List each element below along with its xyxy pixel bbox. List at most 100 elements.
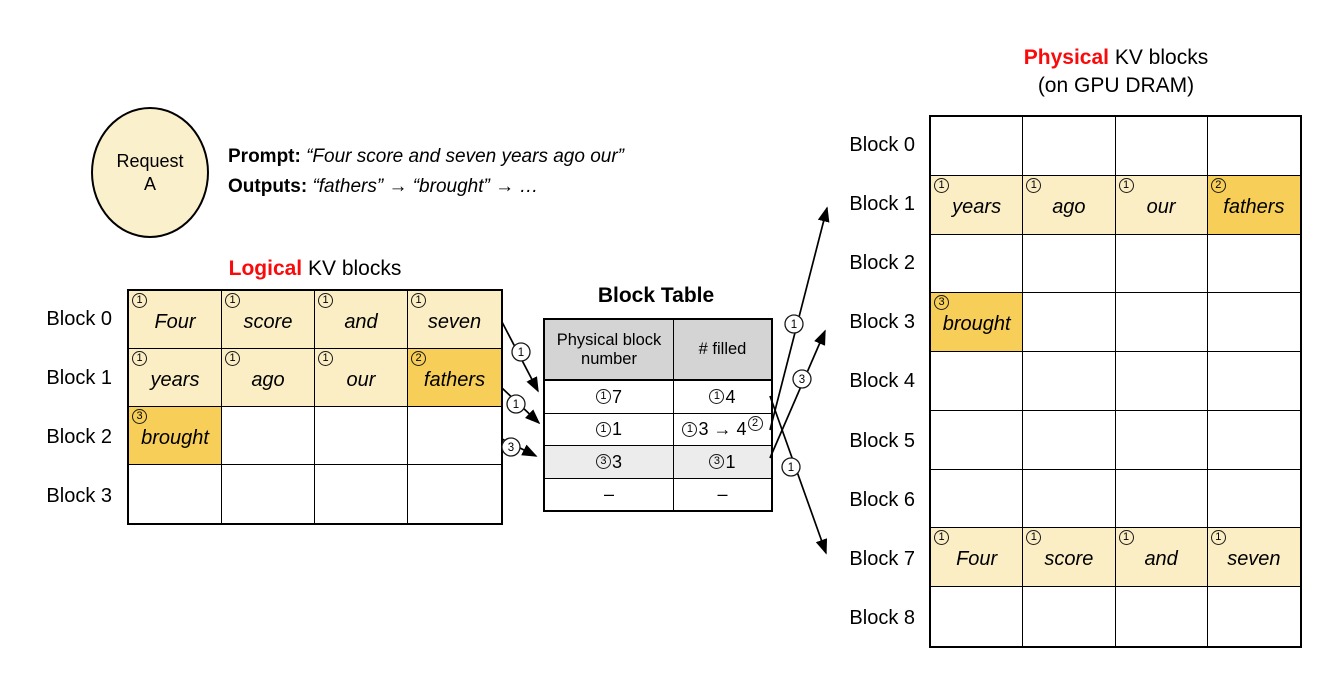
token-badge: 1: [318, 293, 333, 308]
logical-row-label-0: Block 0: [46, 307, 112, 330]
physical-row-label-8: Block 8: [849, 607, 915, 630]
block-table-cell-text: –: [603, 484, 614, 505]
physical-kv-cell: [1207, 470, 1300, 529]
physical-kv-cell: [931, 410, 1024, 470]
block-table-cell-text: –: [717, 484, 728, 505]
cell-word: brought: [141, 427, 209, 449]
physical-row-label-2: Block 2: [849, 251, 915, 274]
token-badge: 1: [682, 421, 698, 437]
arrow-line-table-row1-to-physical-block1: [769, 206, 830, 431]
cell-word: and: [344, 311, 378, 333]
logical-kv-cell: [408, 407, 501, 465]
cell-word: fathers: [1223, 195, 1285, 218]
prompt-block: Prompt: “Four score and seven years ago …: [228, 142, 624, 202]
token-badge: 1: [1118, 530, 1134, 546]
arrow-badge-circle: [784, 314, 804, 334]
cell-word: years: [150, 369, 200, 391]
arrow-badge-circle: [501, 437, 521, 457]
arrow-line-table-row0-to-physical-block7: [769, 395, 828, 555]
block-table-title: Block Table: [597, 284, 715, 307]
physical-kv-cell: [1207, 293, 1300, 353]
physical-kv-cell: [1115, 469, 1208, 529]
token-badge: 1: [595, 421, 611, 437]
arrow-badge-label: 3: [799, 374, 805, 386]
token-badge: 1: [1026, 177, 1042, 193]
physical-row-label-0: Block 0: [849, 133, 915, 156]
prompt-label: Prompt:: [228, 146, 301, 167]
physical-kv-cell: [1023, 469, 1116, 529]
arrow-badge-circle: [781, 457, 801, 477]
physical-title: Physical KV blocks (on GPU DRAM): [929, 44, 1303, 100]
physical-kv-cell: [1207, 411, 1300, 470]
physical-kv-cell: [1115, 352, 1208, 411]
physical-row-label-4: Block 4: [849, 370, 915, 393]
arrow-line-logical-block0-to-table-row0: [501, 321, 539, 393]
cell-word: ago: [251, 369, 285, 391]
logical-title-accent: Logical: [228, 257, 303, 280]
prompt-line: Prompt: “Four score and seven years ago …: [228, 142, 624, 172]
block-table-cell-text: 3: [611, 451, 622, 472]
token-badge: 1: [318, 351, 333, 366]
physical-kv-cell: [1207, 235, 1300, 294]
physical-kv-cell: [1023, 293, 1116, 353]
prompt-text: “Four score and seven years ago our”: [306, 146, 624, 167]
logical-row-label-1: Block 1: [46, 366, 112, 389]
arrow-badge-circle: [506, 394, 526, 414]
arrow-badge-circle: [792, 369, 812, 389]
token-badge: 1: [1210, 530, 1226, 546]
physical-kv-cell: [931, 352, 1024, 411]
cell-word: years: [952, 195, 1002, 218]
logical-row-label-2: Block 2: [46, 425, 112, 448]
arrow-line-logical-block2-to-table-row2: [501, 438, 538, 457]
logical-kv-cell: [129, 465, 222, 523]
token-badge: 1: [225, 351, 240, 366]
cell-word: score: [1044, 548, 1094, 571]
physical-row-label-6: Block 6: [849, 488, 915, 511]
token-badge: 1: [1026, 530, 1042, 546]
arrow-badge-label: 1: [518, 347, 524, 359]
cell-word: our: [346, 369, 376, 391]
token-badge: 1: [132, 293, 147, 308]
physical-kv-cell: [1115, 234, 1208, 294]
block-table-cell-text: 7: [611, 386, 622, 407]
block-table-header-cell-1: # filled: [674, 320, 771, 379]
token-badge: 1: [1118, 177, 1134, 193]
physical-kv-cell: [931, 234, 1024, 294]
physical-kv-cell: [1115, 410, 1208, 470]
block-table-cell: –: [674, 479, 771, 511]
token-badge: 1: [225, 293, 240, 308]
block-table-cell-text: 1: [725, 451, 736, 472]
cell-word: our: [1146, 195, 1176, 218]
logical-kv-cell: 1 and: [315, 291, 408, 349]
token-badge: 2: [411, 351, 426, 366]
logical-kv-cell: 1 our: [315, 349, 408, 407]
physical-row-label-3: Block 3: [849, 311, 915, 334]
physical-kv-cell: [1023, 117, 1116, 176]
logical-kv-cell: [222, 407, 315, 465]
logical-title: Logical KV blocks: [127, 255, 503, 283]
physical-kv-cell: [1023, 410, 1116, 470]
physical-kv-cell: [1023, 234, 1116, 294]
block-table-cell-text: 3 → 4: [698, 419, 747, 440]
cell-word: seven: [427, 311, 482, 333]
